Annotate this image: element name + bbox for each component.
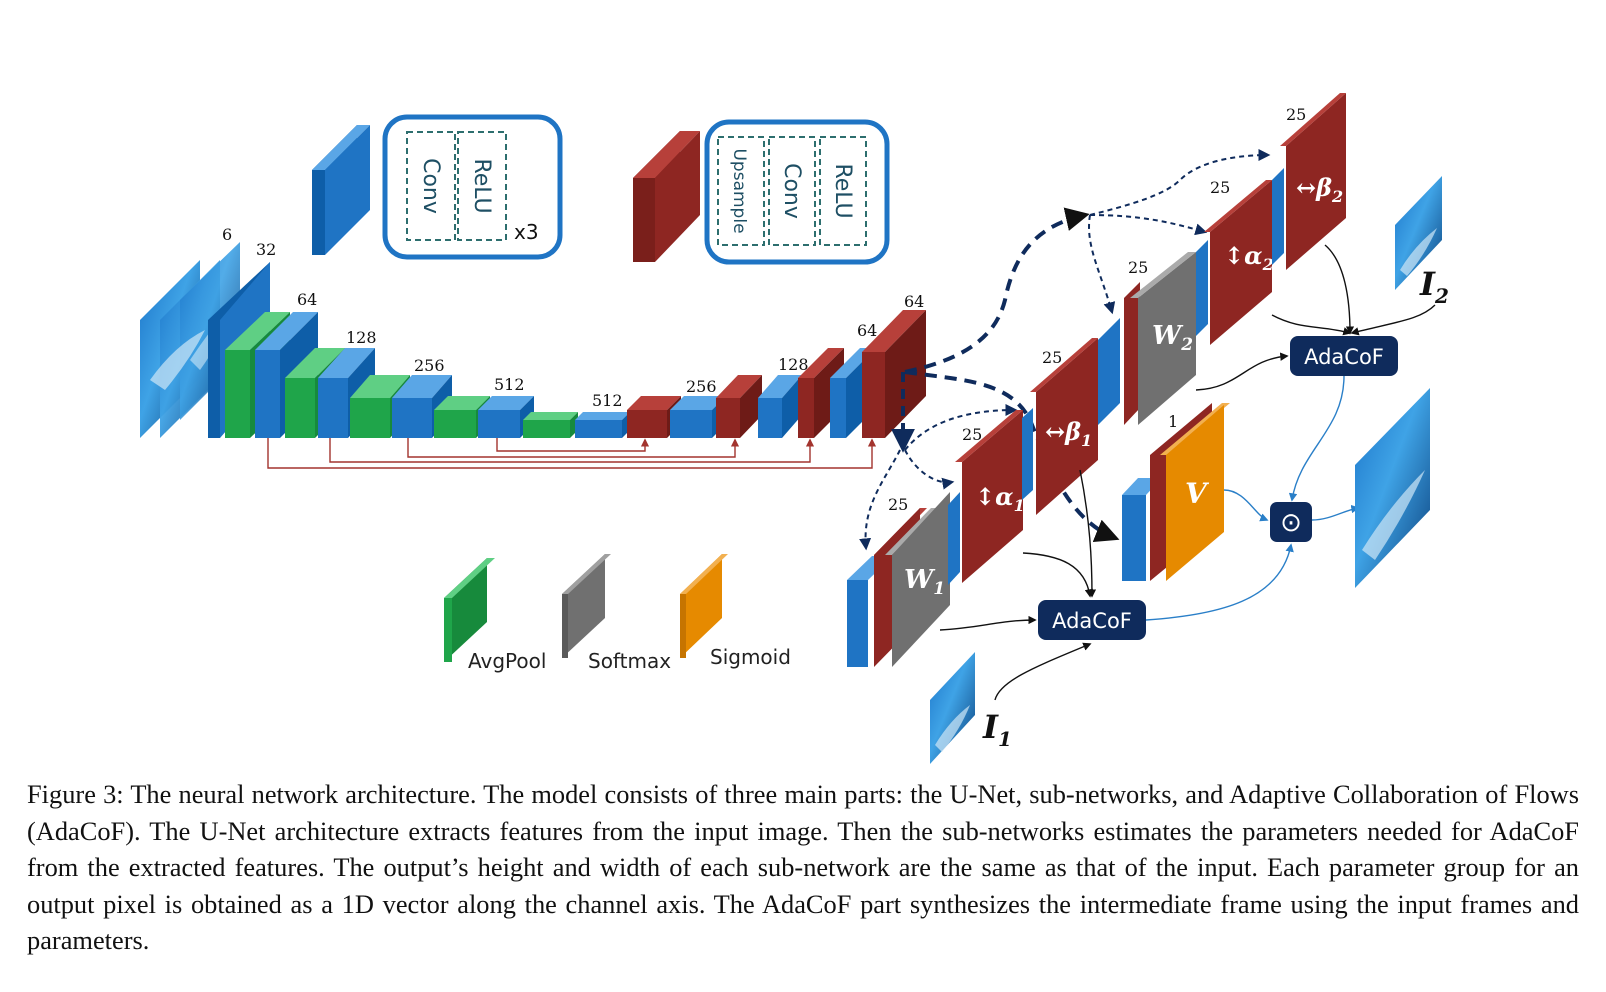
channel-label-bottleneck: 512 [592, 391, 623, 410]
adacof-connections [939, 244, 1436, 701]
legend-relu-op-1: ReLU [469, 158, 494, 213]
unet-bottleneck [575, 412, 630, 438]
legend-softmax-label: Softmax [588, 649, 671, 673]
adacof-box-2: AdaCoF [1290, 336, 1398, 376]
legend-avgpool: AvgPool [444, 558, 546, 673]
legend-upsample-block [633, 131, 700, 262]
output-frame [1355, 388, 1430, 588]
legend-conv-block [312, 125, 370, 255]
w2-label: W2 [1152, 321, 1193, 355]
channel-label-512: 512 [494, 375, 525, 394]
adacof-2-label: AdaCoF [1304, 345, 1384, 369]
subnet-alpha2: ↕α2 25 [1196, 178, 1274, 345]
channel-label-dec-64b: 64 [904, 292, 924, 311]
legend-conv-box: Conv ReLU x3 [382, 114, 563, 260]
subnet-w2: W2 25 [1098, 252, 1196, 425]
channel-label-64: 64 [297, 290, 317, 309]
unet-decoder [627, 310, 926, 438]
subnet-v: V 1 [1122, 403, 1230, 581]
subnet-beta1: ↔β1 25 [1022, 338, 1098, 515]
output-connections [1145, 375, 1360, 621]
legend-relu-op-2: ReLU [830, 163, 855, 218]
unet-encoder [208, 262, 578, 438]
subnet-beta2: ↔β2 25 [1272, 93, 1346, 270]
w1-label: W1 [904, 565, 945, 599]
architecture-diagram: Conv ReLU x3 Upsample Conv ReLU [140, 93, 1449, 764]
legend-repeat: x3 [514, 220, 539, 244]
elementwise-product-icon: ⊙ [1280, 508, 1302, 538]
w2-channels: 25 [1128, 258, 1148, 277]
channel-label-dec-64a: 64 [857, 321, 877, 340]
alpha1-channels: 25 [962, 425, 982, 444]
adacof-box-1: AdaCoF [1038, 600, 1146, 640]
subnet-w1: W1 25 [847, 492, 950, 667]
feature-flow-arrows [859, 149, 1271, 551]
figure-caption: Figure 3: The neural network architectur… [27, 779, 1579, 955]
legend-upsample-op: Upsample [729, 148, 749, 233]
v-channels: 1 [1168, 412, 1178, 431]
alpha2-channels: 25 [1210, 178, 1230, 197]
i2-label: I2 [1419, 265, 1449, 308]
adacof-1-label: AdaCoF [1052, 609, 1132, 633]
subnet-alpha1: ↕α1 25 [948, 410, 1025, 585]
channel-label-128: 128 [346, 328, 377, 347]
legend-upsample-box: Upsample Conv ReLU [704, 119, 890, 265]
legend-conv-op-1: Conv [418, 158, 443, 214]
combine-op: ⊙ [1270, 502, 1312, 542]
i1-label: I1 [982, 708, 1012, 751]
beta1-channels: 25 [1042, 348, 1062, 367]
input-frame-i1: I1 [930, 652, 1012, 764]
channel-label-32: 32 [256, 240, 276, 259]
legend-softmax: Softmax [562, 554, 671, 673]
channel-label-256: 256 [414, 356, 445, 375]
beta2-channels: 25 [1286, 105, 1306, 124]
legend-avgpool-label: AvgPool [468, 649, 546, 673]
w1-channels: 25 [888, 495, 908, 514]
channel-label-dec-128: 128 [778, 355, 809, 374]
legend-sigmoid-label: Sigmoid [710, 645, 791, 669]
legend-sigmoid: Sigmoid [680, 554, 791, 669]
input-frame-i2: I2 [1395, 176, 1449, 308]
channel-label-6: 6 [222, 225, 232, 244]
v-label: V [1185, 477, 1210, 510]
channel-label-dec-256: 256 [686, 377, 717, 396]
legend-conv-op-2: Conv [779, 163, 804, 219]
skip-connections [267, 438, 877, 469]
